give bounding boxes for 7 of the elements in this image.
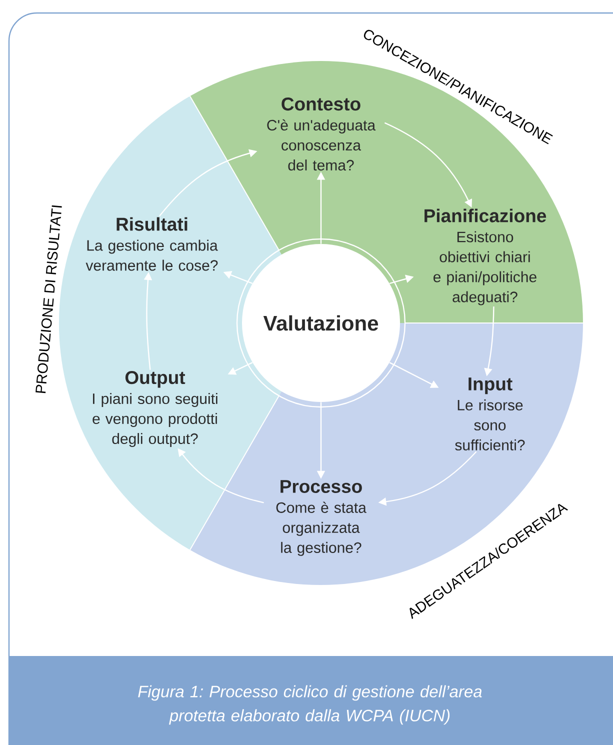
band-label: PRODUZIONE DI RISULTATI: [36, 205, 62, 394]
caption-band: Figura 1: Processo ciclico di gestione dell’area protetta elaborato dalla WCPA (IUCN): [9, 656, 613, 745]
stage-text: Output I piani sono seguiti e vengono prodotti degli output?: [92, 370, 218, 447]
stage-text: Processo Come è stata organizzata la gestione?: [276, 480, 366, 556]
stage-text: Risultati La gestione cambia veramente le cose?: [86, 217, 218, 271]
stage-text: Input Le risorse sono sufficienti?: [455, 378, 525, 450]
stage-text: Pianificazione Esistono obiettivi chiari e piani/politiche adeguati?: [424, 208, 546, 306]
